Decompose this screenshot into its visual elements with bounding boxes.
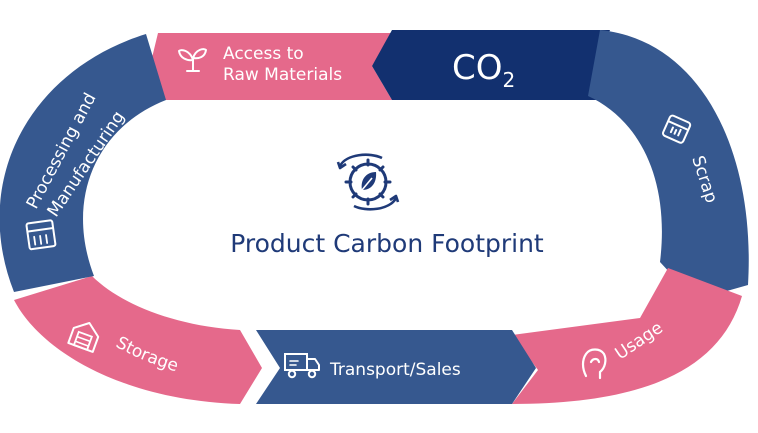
raw-materials-label-line2: Raw Materials	[223, 65, 342, 85]
hand-icon	[581, 348, 607, 380]
transport-label: Transport/Sales	[329, 360, 461, 380]
co2-label: CO2	[452, 48, 515, 92]
segment-scrap	[588, 30, 749, 300]
center-title: Product Carbon Footprint	[230, 229, 544, 258]
warehouse-icon	[67, 322, 100, 353]
segment-storage	[14, 276, 262, 404]
factory-icon	[25, 219, 57, 251]
segment-usage	[512, 268, 742, 404]
truck-icon	[284, 353, 320, 379]
segment-processing	[0, 34, 166, 292]
segment-co2	[372, 30, 610, 100]
raw-materials-label-line1: Access to	[223, 44, 304, 64]
sprout-icon	[178, 48, 207, 72]
co2-subscript: 2	[503, 68, 516, 92]
segment-raw-materials	[150, 33, 392, 100]
segment-transport	[256, 330, 536, 404]
recycle-box-icon	[662, 114, 692, 144]
leaf-cycle-gear-icon	[336, 153, 400, 211]
co2-main-text: CO	[452, 48, 503, 88]
